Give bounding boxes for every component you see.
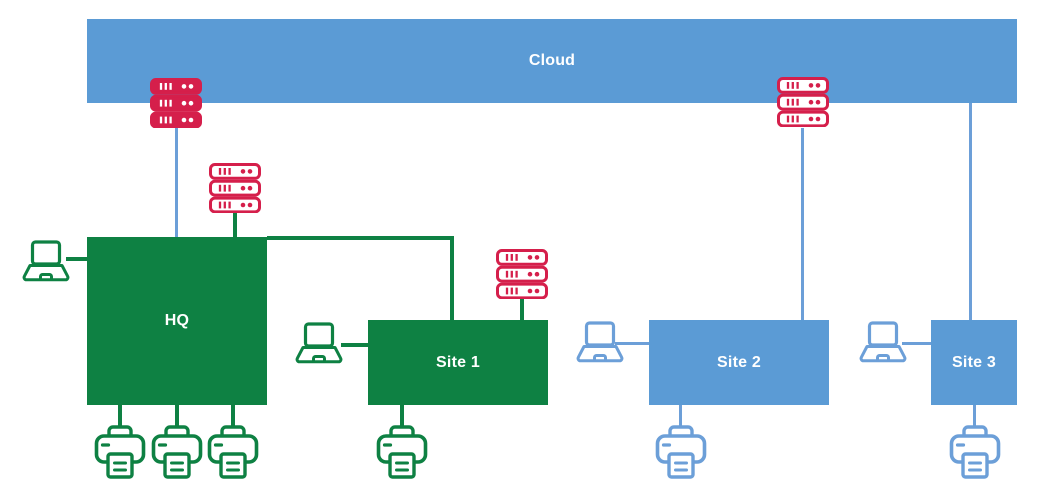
server-rack-icon[interactable] <box>209 163 261 213</box>
laptop-icon[interactable] <box>21 240 71 283</box>
site1-label: Site 1 <box>436 353 480 371</box>
printer-icon[interactable] <box>151 425 203 479</box>
site3-zone[interactable]: Site 3 <box>931 320 1017 405</box>
edge-server1-hq <box>175 128 178 237</box>
edge-site3-printer6 <box>973 405 976 426</box>
hq-zone[interactable]: HQ <box>87 237 267 405</box>
printer-icon[interactable] <box>949 425 1001 479</box>
edge-hq-printer3 <box>231 405 235 426</box>
laptop-icon[interactable] <box>575 321 625 364</box>
printer-icon[interactable] <box>376 425 428 479</box>
cloud-zone[interactable]: Cloud <box>87 19 1017 103</box>
edge-server4-site2 <box>801 128 804 320</box>
server-rack-icon[interactable] <box>777 77 829 127</box>
edge-hq-printer2 <box>175 405 179 426</box>
edge-server3-site1 <box>520 297 524 320</box>
server-rack-icon[interactable] <box>150 78 202 128</box>
laptop-icon[interactable] <box>294 322 344 365</box>
edge-hq-printer1 <box>118 405 122 426</box>
site3-label: Site 3 <box>952 353 996 371</box>
site1-zone[interactable]: Site 1 <box>368 320 548 405</box>
edge-laptop1-hq <box>66 257 88 261</box>
printer-icon[interactable] <box>94 425 146 479</box>
edge-server2-hq <box>233 213 237 237</box>
site2-label: Site 2 <box>717 353 761 371</box>
edge-laptop3-site2 <box>615 342 650 345</box>
edge-laptop4-site3 <box>902 342 932 345</box>
edge-laptop2-site1 <box>341 343 369 347</box>
edge-site1-printer4 <box>400 405 404 426</box>
printer-icon[interactable] <box>655 425 707 479</box>
printer-icon[interactable] <box>207 425 259 479</box>
edge-hq-site1-horizontal <box>267 236 454 240</box>
laptop-icon[interactable] <box>858 321 908 364</box>
edge-cloud-site3 <box>969 103 972 320</box>
site2-zone[interactable]: Site 2 <box>649 320 829 405</box>
edge-site2-printer5 <box>679 405 682 426</box>
cloud-label: Cloud <box>528 52 576 69</box>
server-rack-icon[interactable] <box>496 249 548 299</box>
hq-label: HQ <box>164 312 190 329</box>
edge-hq-site1-vertical <box>450 236 454 321</box>
